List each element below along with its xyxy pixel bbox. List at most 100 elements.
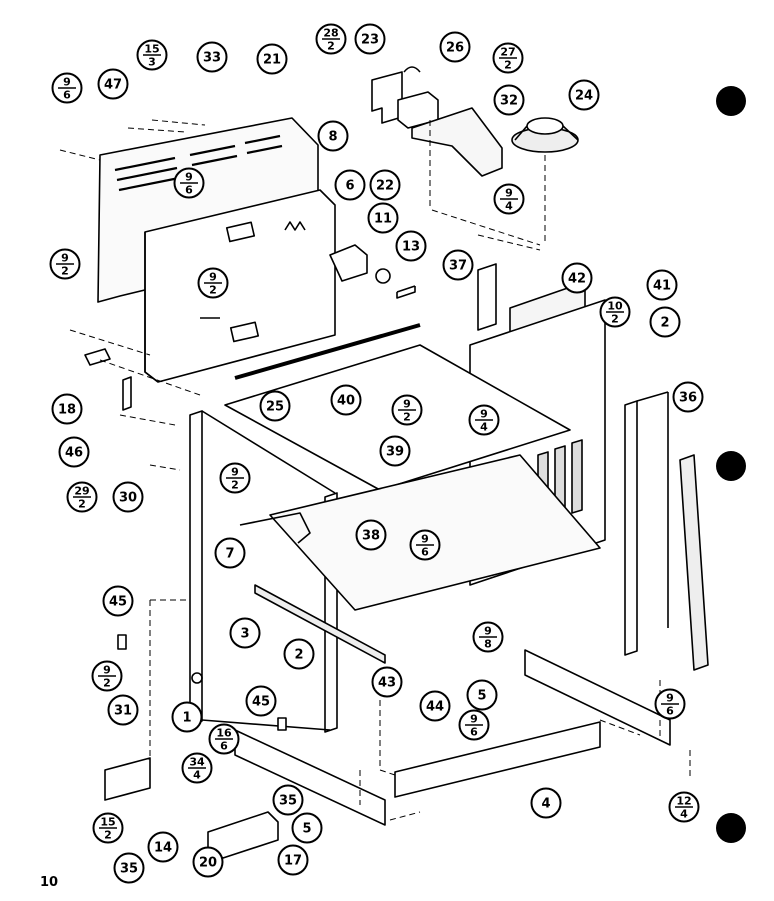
callout-number: 25 bbox=[266, 400, 284, 415]
fraction-callout: 92 bbox=[197, 267, 229, 299]
callout-circle bbox=[561, 262, 593, 294]
callout-number: 47 bbox=[104, 78, 122, 93]
part-18 bbox=[84, 348, 111, 366]
fraction-callout: 282 bbox=[315, 23, 347, 55]
fraction-callout: 344 bbox=[181, 752, 213, 784]
fraction-denominator: 2 bbox=[611, 313, 619, 326]
fraction-numerator: 9 bbox=[103, 664, 111, 677]
callout-number: 6 bbox=[345, 179, 354, 194]
part-bracket-7 bbox=[239, 512, 311, 544]
callout-number: 26 bbox=[446, 41, 464, 56]
fraction-numerator: 9 bbox=[63, 76, 71, 89]
part-callout: 22 bbox=[369, 169, 401, 201]
callout-circle bbox=[379, 435, 411, 467]
part-callout: 46 bbox=[58, 436, 90, 468]
fraction-callout: 96 bbox=[173, 167, 205, 199]
part-callout: 35 bbox=[113, 852, 145, 884]
callout-circle bbox=[672, 381, 704, 413]
callout-number: 13 bbox=[402, 240, 420, 255]
callout-number: 32 bbox=[500, 94, 518, 109]
part-bracket-23 bbox=[371, 71, 403, 124]
fraction-numerator: 34 bbox=[189, 756, 205, 769]
callout-circle bbox=[355, 519, 387, 551]
part-callout: 4 bbox=[530, 787, 562, 819]
part-callout: 13 bbox=[395, 230, 427, 262]
fraction-numerator: 9 bbox=[231, 466, 239, 479]
part-callout: 33 bbox=[196, 41, 228, 73]
callout-circle bbox=[51, 393, 83, 425]
callout-circle bbox=[419, 690, 451, 722]
part-callout: 47 bbox=[97, 68, 129, 100]
fraction-denominator: 2 bbox=[403, 411, 411, 424]
callout-number: 7 bbox=[225, 547, 234, 562]
fraction-numerator: 9 bbox=[61, 252, 69, 265]
callout-number: 11 bbox=[374, 212, 392, 227]
callout-number: 21 bbox=[263, 53, 281, 68]
part-callout: 42 bbox=[561, 262, 593, 294]
fraction-callout: 272 bbox=[492, 42, 524, 74]
fraction-denominator: 2 bbox=[209, 284, 217, 297]
callout-number: 33 bbox=[203, 51, 221, 66]
callout-number: 46 bbox=[65, 446, 83, 461]
callout-number: 40 bbox=[337, 394, 355, 409]
part-callout: 1 bbox=[171, 701, 203, 733]
fraction-denominator: 4 bbox=[480, 421, 488, 434]
fraction-denominator: 4 bbox=[505, 200, 513, 213]
callout-number: 24 bbox=[575, 89, 593, 104]
callout-circle bbox=[371, 666, 403, 698]
callout-circle bbox=[245, 685, 277, 717]
callout-circle bbox=[317, 120, 349, 152]
fraction-callout: 92 bbox=[391, 394, 423, 426]
fraction-numerator: 16 bbox=[216, 727, 232, 740]
callout-circle bbox=[367, 202, 399, 234]
fraction-callout: 92 bbox=[49, 248, 81, 280]
part-rail-5-right bbox=[524, 649, 671, 746]
callout-number: 17 bbox=[284, 854, 302, 869]
callout-number: 44 bbox=[426, 700, 444, 715]
callout-number: 35 bbox=[120, 862, 138, 877]
fraction-numerator: 9 bbox=[209, 271, 217, 284]
callout-number: 14 bbox=[154, 841, 172, 856]
callout-circle bbox=[646, 269, 678, 301]
part-callout: 21 bbox=[256, 43, 288, 75]
part-callout: 30 bbox=[112, 481, 144, 513]
callout-circle bbox=[97, 68, 129, 100]
callout-circle bbox=[354, 23, 386, 55]
part-knob-24 bbox=[511, 117, 579, 153]
fraction-callout: 153 bbox=[136, 39, 168, 71]
fraction-denominator: 6 bbox=[666, 705, 674, 718]
part-45-upper bbox=[117, 634, 127, 650]
callout-circle bbox=[334, 169, 366, 201]
callout-circle bbox=[649, 306, 681, 338]
part-panel-4 bbox=[394, 721, 601, 798]
callout-number: 30 bbox=[119, 491, 137, 506]
callout-number: 35 bbox=[279, 794, 297, 809]
registration-dot bbox=[716, 451, 746, 481]
fraction-denominator: 6 bbox=[185, 184, 193, 197]
part-callout: 2 bbox=[283, 638, 315, 670]
fraction-denominator: 2 bbox=[103, 677, 111, 690]
part-rod-40 bbox=[234, 323, 421, 380]
registration-dot bbox=[716, 813, 746, 843]
callout-circle bbox=[171, 701, 203, 733]
fraction-numerator: 9 bbox=[505, 187, 513, 200]
part-callout: 40 bbox=[330, 384, 362, 416]
fraction-numerator: 9 bbox=[470, 713, 478, 726]
fraction-numerator: 9 bbox=[185, 171, 193, 184]
fraction-callout: 98 bbox=[472, 621, 504, 653]
fraction-numerator: 10 bbox=[607, 300, 623, 313]
part-1 bbox=[191, 672, 203, 684]
part-45-lower bbox=[277, 717, 287, 731]
callout-circle bbox=[272, 784, 304, 816]
part-callout: 20 bbox=[192, 846, 224, 878]
part-callout: 44 bbox=[419, 690, 451, 722]
part-bracket-6 bbox=[329, 244, 368, 282]
callout-number: 23 bbox=[361, 33, 379, 48]
page-number: 10 bbox=[40, 875, 58, 890]
callout-circle bbox=[196, 41, 228, 73]
fraction-callout: 92 bbox=[219, 462, 251, 494]
callout-circle bbox=[369, 169, 401, 201]
callout-circle bbox=[395, 230, 427, 262]
